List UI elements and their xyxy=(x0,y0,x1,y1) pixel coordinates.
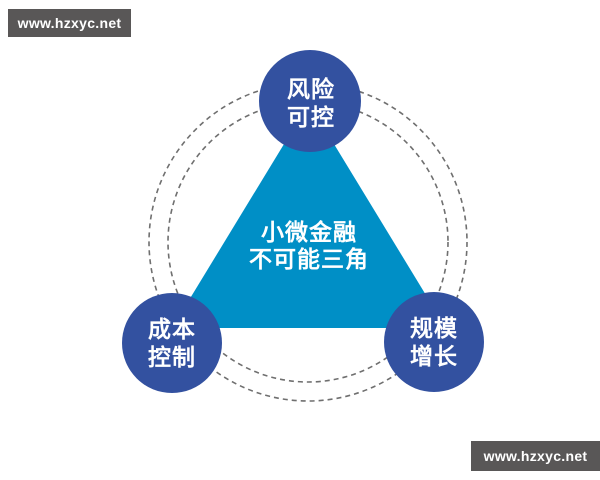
watermark-top-left: www.hzxyc.net xyxy=(8,9,131,37)
node-circle-top xyxy=(259,50,361,152)
triangle-shape xyxy=(172,103,446,328)
watermark-bottom-right: www.hzxyc.net xyxy=(471,441,600,471)
node-circle-left xyxy=(122,293,222,393)
node-circle-right xyxy=(384,292,484,392)
